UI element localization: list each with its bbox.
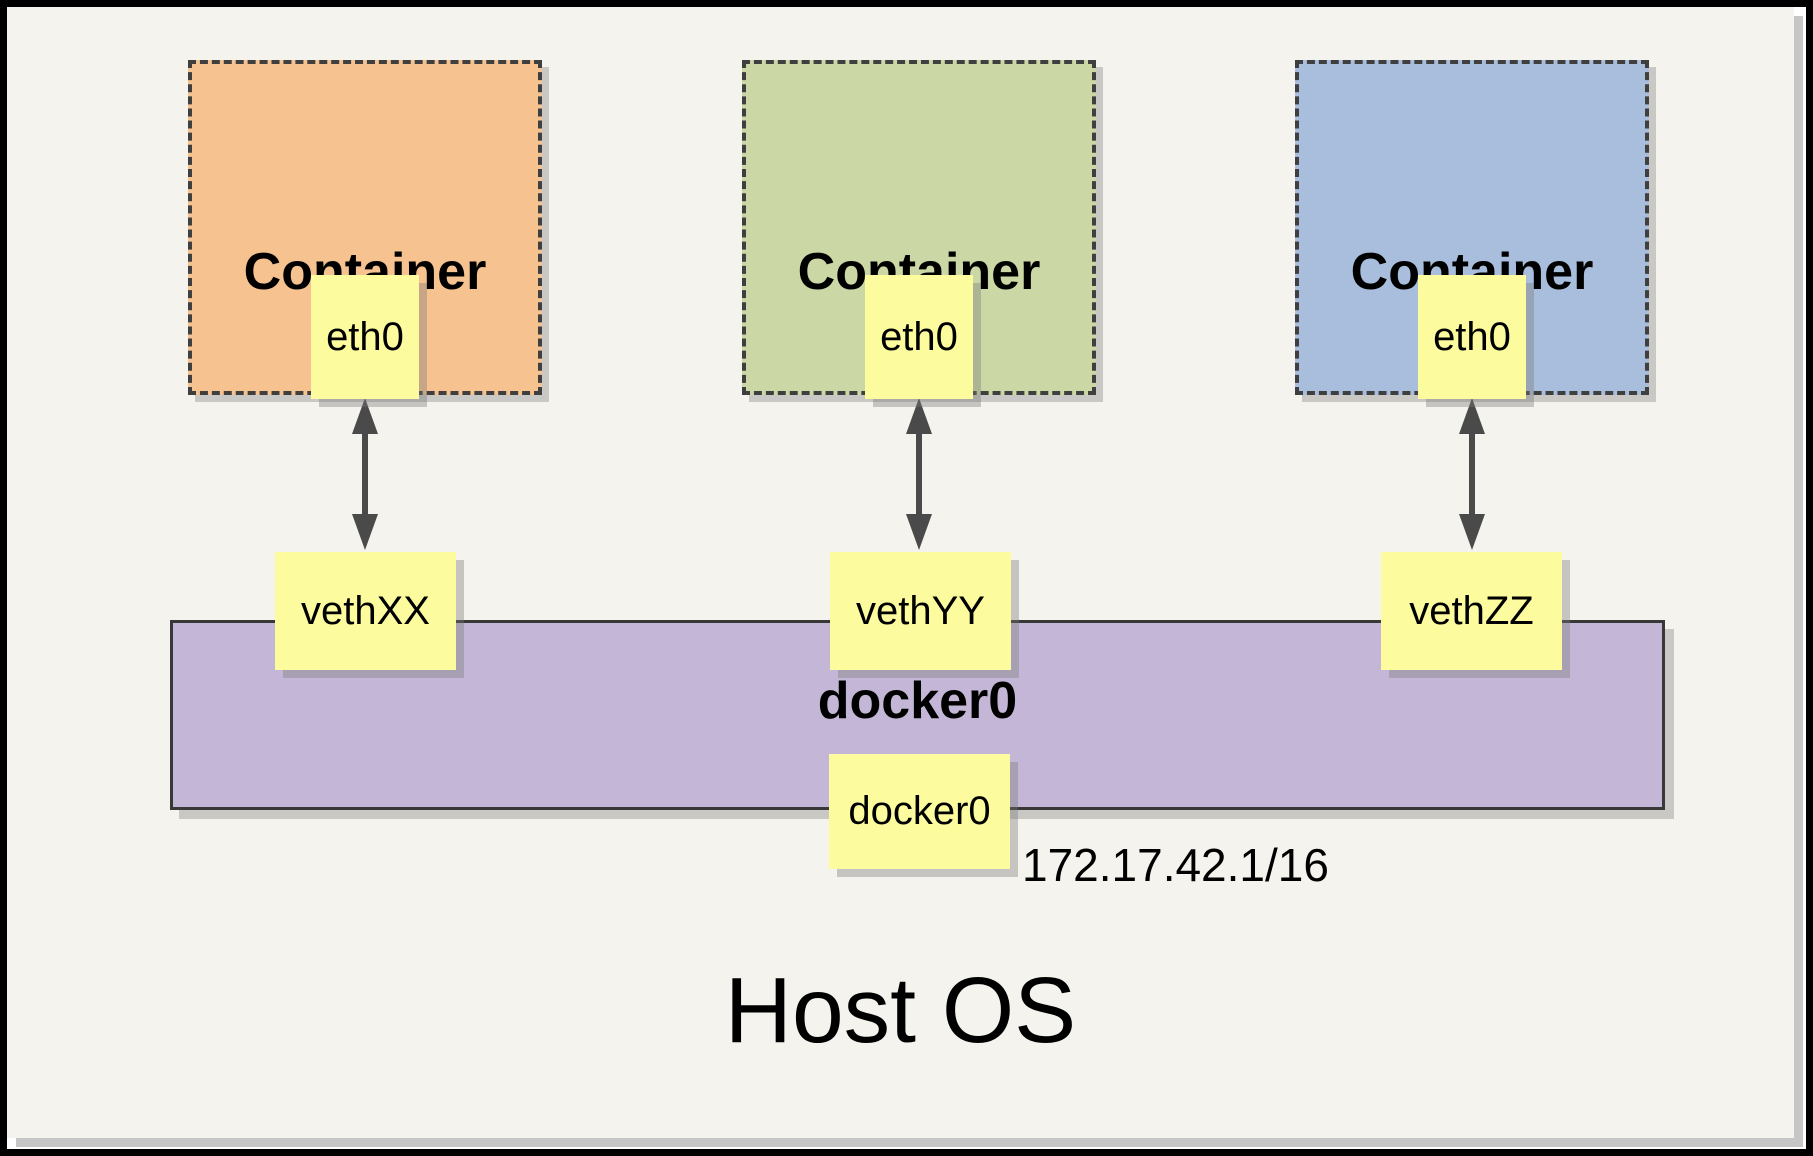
double-arrow-icon-3 [1459, 398, 1485, 550]
eth0-note-3: eth0 [1418, 275, 1526, 399]
veth-note-1: vethXX [275, 552, 456, 670]
double-arrow-icon-2 [906, 398, 932, 550]
eth0-note-1: eth0 [311, 275, 419, 399]
double-arrow-icon-1 [352, 398, 378, 550]
host-panel: Container Container Container eth0 eth0 … [7, 7, 1794, 1138]
veth-note-3: vethZZ [1381, 552, 1562, 670]
host-os-label: Host OS [724, 958, 1077, 1062]
docker0-interface-note: docker0 [829, 754, 1010, 869]
veth-note-2: vethYY [830, 552, 1011, 670]
bridge-ip-label: 172.17.42.1/16 [1022, 839, 1329, 891]
eth0-note-2: eth0 [865, 275, 973, 399]
docker0-bridge-label: docker0 [817, 672, 1018, 730]
